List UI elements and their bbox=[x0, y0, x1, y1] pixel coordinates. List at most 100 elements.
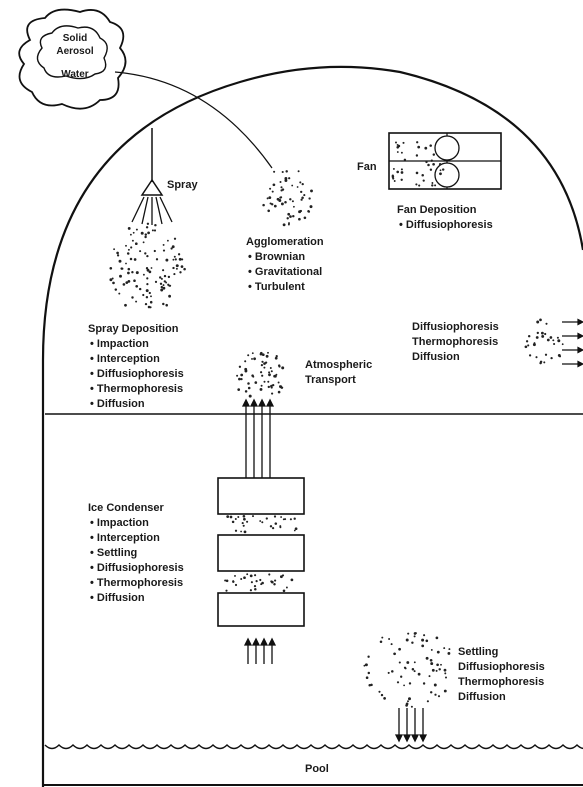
particle-dot bbox=[430, 159, 433, 162]
particle-dot bbox=[259, 387, 263, 391]
particle-dot bbox=[259, 351, 263, 355]
aerosol-particles bbox=[109, 141, 564, 708]
particle-dot bbox=[427, 163, 430, 167]
particle-dot bbox=[367, 655, 370, 658]
particle-dot bbox=[160, 285, 163, 289]
particle-dot bbox=[262, 203, 265, 207]
particle-dot bbox=[142, 293, 145, 297]
particle-dot bbox=[383, 697, 386, 700]
particle-dot bbox=[413, 670, 416, 673]
particle-dot bbox=[249, 589, 252, 592]
particle-dot bbox=[400, 151, 403, 154]
particle-dot bbox=[292, 214, 295, 218]
particle-dot bbox=[280, 189, 283, 192]
particle-dot bbox=[129, 257, 133, 261]
pool-deposition-item: Diffusiophoresis bbox=[458, 661, 545, 673]
particle-dot bbox=[395, 141, 397, 144]
particle-dot bbox=[171, 245, 175, 249]
particle-dot bbox=[144, 233, 148, 236]
particle-dot bbox=[254, 588, 257, 591]
particle-dot bbox=[247, 382, 250, 385]
particle-dot bbox=[297, 170, 300, 173]
particle-dot bbox=[263, 366, 266, 369]
particle-dot bbox=[173, 273, 176, 276]
particle-dot bbox=[151, 229, 154, 232]
particle-dot bbox=[271, 526, 275, 530]
particle-dot bbox=[146, 268, 150, 272]
particle-dot bbox=[237, 516, 240, 518]
particle-dot bbox=[173, 255, 176, 258]
spray-label: Spray bbox=[167, 179, 198, 191]
particle-dot bbox=[266, 197, 269, 200]
particle-dot bbox=[365, 676, 369, 679]
particle-dot bbox=[243, 530, 247, 534]
particle-dot bbox=[444, 672, 447, 675]
particle-dot bbox=[173, 237, 177, 240]
particle-dot bbox=[130, 246, 133, 249]
particle-dot bbox=[556, 336, 559, 339]
particle-dot bbox=[279, 526, 282, 529]
particle-dot bbox=[178, 257, 182, 261]
particle-dot bbox=[280, 386, 283, 389]
particle-dot bbox=[273, 583, 276, 586]
spray-streams bbox=[131, 196, 173, 225]
ice-condenser-item: Impaction bbox=[88, 516, 184, 531]
particle-dot bbox=[149, 300, 153, 304]
particle-dot bbox=[421, 638, 425, 642]
particle-dot bbox=[544, 353, 548, 356]
particle-dot bbox=[282, 589, 286, 593]
particle-dot bbox=[248, 394, 252, 398]
particle-dot bbox=[303, 216, 307, 220]
fan-deposition-item: Diffusiophoresis bbox=[397, 218, 493, 233]
particle-dot bbox=[415, 154, 419, 157]
particle-dot bbox=[146, 277, 149, 280]
particle-dot bbox=[407, 632, 410, 635]
particle-dot bbox=[109, 278, 113, 282]
particle-dot bbox=[400, 178, 403, 181]
particle-dot bbox=[541, 334, 545, 338]
particle-dot bbox=[400, 171, 404, 174]
particle-dot bbox=[261, 521, 264, 524]
particle-dot bbox=[162, 302, 165, 306]
particle-dot bbox=[139, 250, 142, 253]
particle-dot bbox=[436, 650, 440, 654]
particle-dot bbox=[301, 182, 304, 186]
particle-dot bbox=[145, 289, 149, 293]
particle-dot bbox=[277, 381, 280, 384]
particle-dot bbox=[133, 279, 136, 282]
ice-condenser-item: Thermophoresis bbox=[88, 576, 184, 591]
particle-dot bbox=[167, 275, 171, 279]
particle-dot bbox=[402, 141, 405, 144]
fan-deposition-title: Fan Deposition bbox=[397, 204, 477, 216]
particle-dot bbox=[131, 271, 134, 274]
particle-dot bbox=[280, 186, 283, 189]
particle-dot bbox=[288, 222, 290, 225]
particle-dot bbox=[435, 669, 438, 672]
particle-dot bbox=[177, 253, 181, 256]
particle-dot bbox=[238, 377, 241, 381]
particle-dot bbox=[226, 515, 230, 518]
particle-dot bbox=[535, 336, 539, 339]
particle-dot bbox=[387, 671, 390, 674]
particle-dot bbox=[243, 576, 246, 580]
particle-dot bbox=[271, 392, 274, 395]
particle-dot bbox=[116, 254, 120, 257]
particle-dot bbox=[431, 184, 434, 187]
particle-dot bbox=[437, 695, 441, 698]
particle-dot bbox=[397, 144, 401, 148]
particle-dot bbox=[232, 580, 235, 584]
particle-dot bbox=[293, 517, 296, 520]
particle-dot bbox=[119, 274, 122, 278]
spray-deposition-item: Interception bbox=[88, 352, 184, 367]
particle-dot bbox=[368, 684, 371, 687]
particle-dot bbox=[112, 281, 115, 285]
spray-nozzle-icon bbox=[140, 178, 164, 196]
particle-dot bbox=[307, 210, 311, 213]
particle-dot bbox=[251, 352, 254, 355]
particle-dot bbox=[291, 184, 294, 187]
particle-dot bbox=[170, 247, 173, 250]
particle-dot bbox=[421, 174, 424, 177]
fan-unit bbox=[388, 132, 502, 190]
particle-dot bbox=[274, 579, 277, 582]
particle-dot bbox=[251, 357, 253, 360]
